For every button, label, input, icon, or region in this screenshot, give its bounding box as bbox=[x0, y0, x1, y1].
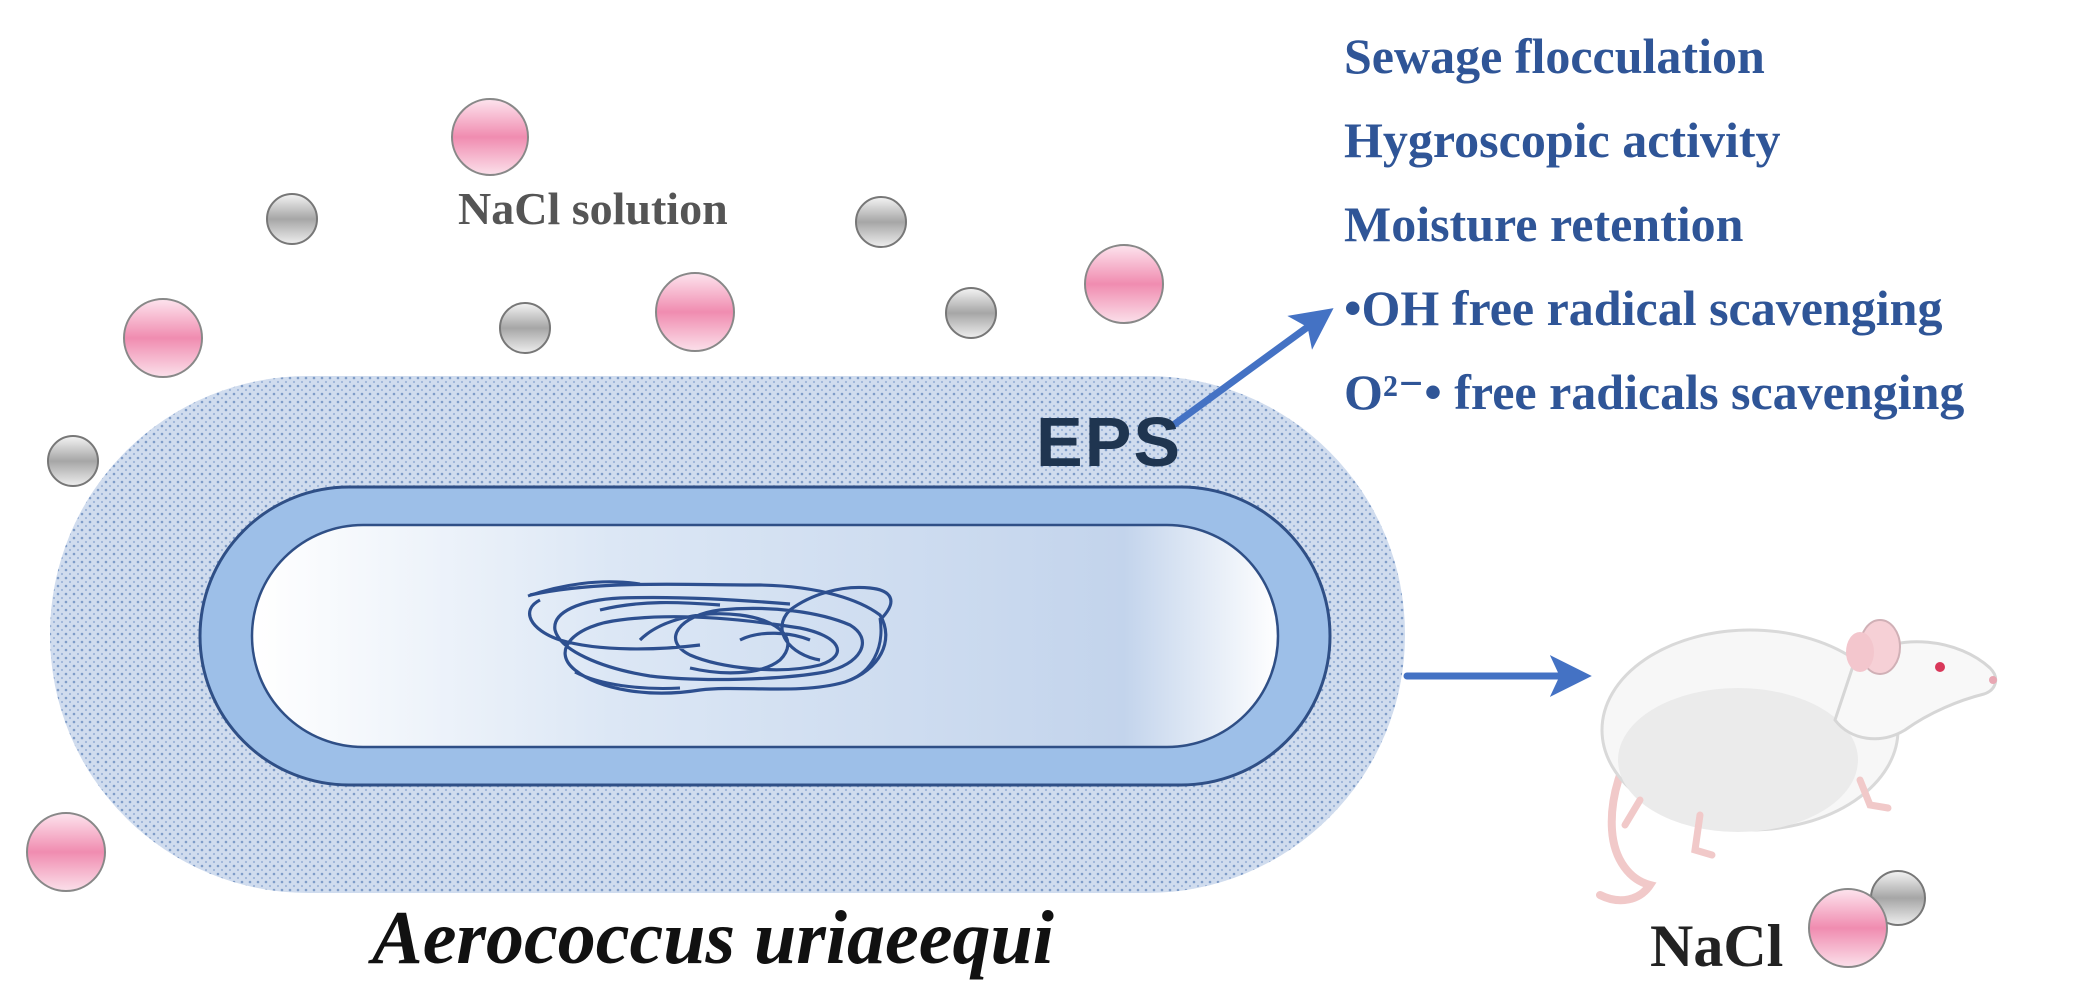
eps-property-item: Moisture retention bbox=[1344, 196, 1744, 252]
sodium-ion-sphere bbox=[655, 272, 735, 352]
sodium-ion-sphere bbox=[1808, 888, 1888, 968]
chloride-ion-sphere bbox=[266, 193, 318, 245]
sodium-ion-sphere bbox=[26, 812, 106, 892]
nacl-label: NaCl bbox=[1650, 913, 1784, 979]
chloride-ion-sphere bbox=[499, 302, 551, 354]
sodium-ion-sphere bbox=[1084, 244, 1164, 324]
eps-arrow bbox=[1168, 308, 1334, 430]
chloride-ion-sphere bbox=[945, 287, 997, 339]
eps-property-item: O²⁻• free radicals scavenging bbox=[1344, 364, 1965, 420]
dna-coil-outer bbox=[527, 580, 883, 690]
chloride-ion-sphere bbox=[47, 435, 99, 487]
eps-property-item: •OH free radical scavenging bbox=[1344, 280, 1943, 336]
species-label: Aerococcus uriaeequi bbox=[372, 896, 1054, 980]
chloride-ion-sphere bbox=[855, 196, 907, 248]
eps-property-item: Sewage flocculation bbox=[1344, 28, 1765, 84]
ion-group bbox=[26, 98, 1926, 968]
white-rat-icon bbox=[1596, 619, 1998, 905]
eps-label: EPS bbox=[1036, 403, 1183, 481]
eps-property-list: Sewage flocculation Hygroscopic activity… bbox=[1344, 14, 1964, 434]
eps-property-item: Hygroscopic activity bbox=[1344, 112, 1781, 168]
dna-coil bbox=[528, 582, 893, 695]
sodium-ion-sphere bbox=[451, 98, 529, 176]
solution-label: NaCl solution bbox=[458, 183, 728, 234]
cytoplasm bbox=[250, 523, 1280, 749]
sodium-ion-sphere bbox=[123, 298, 203, 378]
